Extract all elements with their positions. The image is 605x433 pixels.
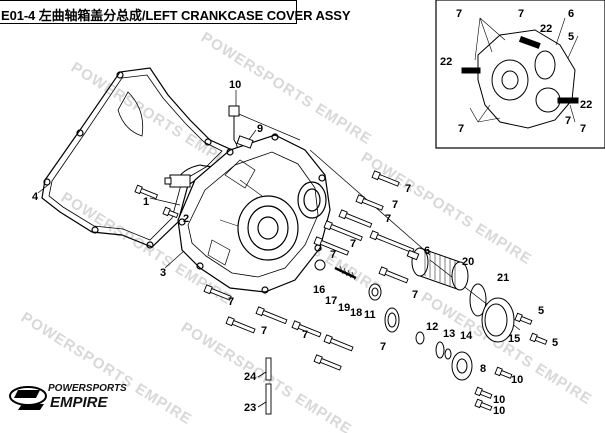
svg-text:7: 7 <box>565 115 571 127</box>
svg-text:6: 6 <box>568 8 574 20</box>
svg-text:2: 2 <box>183 213 189 225</box>
svg-text:10: 10 <box>229 79 241 91</box>
svg-text:18: 18 <box>350 307 362 319</box>
svg-text:7: 7 <box>385 213 391 225</box>
svg-text:POWERSPORTS EMPIRE: POWERSPORTS EMPIRE <box>198 29 375 148</box>
inset-view: 7 7 6 22 22 5 7 7 7 22 <box>435 0 605 149</box>
svg-text:20: 20 <box>462 256 474 268</box>
svg-text:24: 24 <box>244 371 257 383</box>
svg-text:7: 7 <box>350 238 356 250</box>
svg-text:22: 22 <box>580 99 592 111</box>
bolts <box>134 170 548 411</box>
svg-text:7: 7 <box>392 199 398 211</box>
svg-text:13: 13 <box>443 328 455 340</box>
dowel-pins <box>257 357 272 415</box>
crankcase-cover <box>177 133 331 294</box>
callout-labels: 4 1 2 3 10 9 7 7 7 7 7 7 7 7 7 7 6 20 21… <box>32 79 558 417</box>
svg-text:19: 19 <box>338 302 350 314</box>
svg-text:17: 17 <box>325 295 337 307</box>
svg-text:7: 7 <box>228 296 234 308</box>
svg-text:6: 6 <box>424 245 430 257</box>
svg-text:22: 22 <box>540 23 552 35</box>
svg-text:7: 7 <box>405 183 411 195</box>
svg-text:16: 16 <box>313 284 325 296</box>
svg-text:10: 10 <box>511 374 523 386</box>
svg-text:5: 5 <box>538 305 544 317</box>
svg-text:21: 21 <box>497 272 509 284</box>
svg-text:4: 4 <box>32 191 39 203</box>
svg-text:7: 7 <box>456 8 462 20</box>
svg-text:7: 7 <box>302 329 308 341</box>
svg-text:11: 11 <box>364 309 376 321</box>
title-bar: E01-4 左曲轴箱盖分总成/LEFT CRANKCASE COVER ASSY <box>0 0 351 24</box>
svg-text:10: 10 <box>493 394 505 406</box>
svg-text:7: 7 <box>518 8 524 20</box>
svg-text:7: 7 <box>458 123 464 135</box>
svg-text:10: 10 <box>493 405 505 417</box>
svg-text:POWERSPORTS EMPIRE: POWERSPORTS EMPIRE <box>358 149 535 268</box>
svg-text:1: 1 <box>143 196 149 208</box>
svg-text:3: 3 <box>160 267 166 279</box>
svg-text:7: 7 <box>261 325 267 337</box>
svg-text:12: 12 <box>426 321 438 333</box>
svg-text:9: 9 <box>257 123 263 135</box>
svg-text:7: 7 <box>330 249 336 261</box>
svg-text:EMPIRE: EMPIRE <box>50 394 109 411</box>
svg-text:7: 7 <box>380 341 386 353</box>
svg-text:15: 15 <box>508 333 520 345</box>
svg-text:8: 8 <box>480 363 486 375</box>
svg-text:5: 5 <box>552 337 558 349</box>
svg-text:14: 14 <box>460 330 473 342</box>
svg-text:POWERSPORTS: POWERSPORTS <box>48 383 127 394</box>
oil-filter-group <box>314 247 515 381</box>
clip <box>236 135 254 149</box>
svg-text:7: 7 <box>580 123 586 135</box>
page-title: E01-4 左曲轴箱盖分总成/LEFT CRANKCASE COVER ASSY <box>1 8 351 23</box>
svg-text:23: 23 <box>244 402 256 414</box>
svg-text:7: 7 <box>412 289 418 301</box>
svg-text:5: 5 <box>568 31 574 43</box>
svg-text:22: 22 <box>440 56 452 68</box>
powersports-empire-logo: POWERSPORTS EMPIRE <box>9 383 127 411</box>
